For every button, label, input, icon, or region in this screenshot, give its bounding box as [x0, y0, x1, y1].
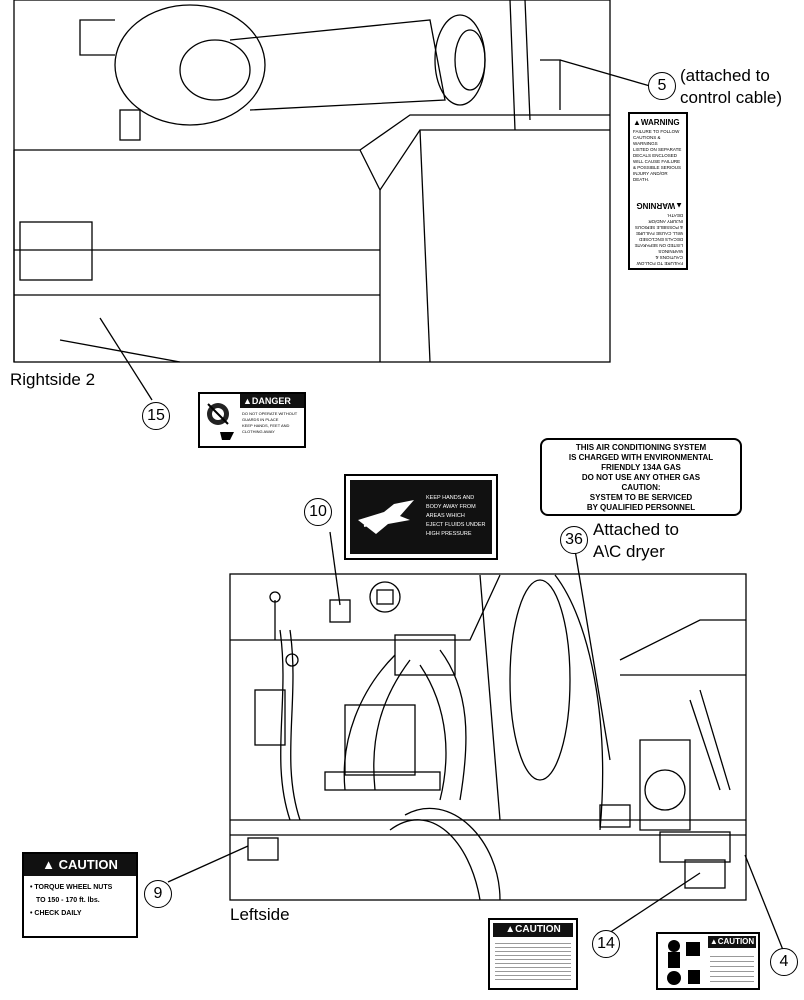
ac-decal-line-4: DO NOT USE ANY OTHER GAS: [581, 473, 701, 482]
warning-decal-text: FAILURE TO FOLLOW CAUTIONS & WARNINGS LI…: [633, 129, 682, 182]
high-pressure-decal: KEEP HANDS AND BODY AWAY FROM AREAS WHIC…: [344, 474, 498, 560]
callout-5-note: (attached to: [680, 66, 770, 85]
torque-caution-line-1: • TORQUE WHEEL NUTS: [30, 884, 113, 891]
callout-4: 4: [770, 948, 798, 976]
torque-caution-decal: ▲ CAUTION • TORQUE WHEEL NUTS TO 150 - 1…: [22, 852, 138, 938]
caution-decal-14-text: [495, 940, 571, 980]
callout-15: 15: [142, 402, 170, 430]
danger-hazard-icon: [200, 394, 238, 446]
ac-decal-line-7: BY QUALIFIED PERSONNEL: [586, 503, 696, 512]
caution-decal-14: ▲CAUTION: [488, 918, 578, 990]
danger-decal-text: DO NOT OPERATE WITHOUT GUARDS IN PLACE K…: [242, 411, 298, 434]
caution-decal-14-title: ▲CAUTION: [493, 923, 573, 937]
callout-36: 36: [560, 526, 588, 554]
ac-system-decal: THIS AIR CONDITIONING SYSTEM IS CHARGED …: [540, 438, 742, 516]
rightside-view-label: Rightside 2: [10, 370, 96, 389]
caution-pictogram-icon: [658, 934, 706, 988]
caution-decal-4: ▲CAUTION: [656, 932, 760, 990]
danger-decal: ▲DANGER DO NOT OPERATE WITHOUT GUARDS IN…: [198, 392, 306, 448]
torque-caution-title: ▲ CAUTION: [24, 854, 136, 876]
callout-5: 5: [648, 72, 676, 100]
hand-injection-icon: [358, 500, 414, 534]
ac-decal-line-1: THIS AIR CONDITIONING SYSTEM: [575, 443, 707, 452]
callout-14: 14: [592, 930, 620, 958]
torque-caution-line-2: TO 150 - 170 ft. lbs.: [36, 897, 100, 904]
rightside-view-art: [13, 0, 651, 401]
ac-decal-line-5: CAUTION:: [621, 483, 661, 492]
warning-decal-title: ▲WARNING: [633, 118, 680, 127]
leftside-view-label: Leftside: [230, 905, 290, 924]
high-pressure-decal-text: KEEP HANDS AND BODY AWAY FROM AREAS WHIC…: [426, 495, 486, 537]
torque-caution-line-3: • CHECK DAILY: [30, 910, 82, 917]
ac-decal-line-2: IS CHARGED WITH ENVIRONMENTAL: [568, 453, 714, 462]
callout-5-note-line2: control cable): [680, 88, 783, 107]
danger-decal-title: ▲DANGER: [240, 394, 304, 408]
warning-decal-text-inverted: FAILURE TO FOLLOW CAUTIONS & WARNINGS LI…: [634, 213, 683, 266]
callout-9: 9: [144, 880, 172, 908]
warning-decal: ▲WARNING FAILURE TO FOLLOW CAUTIONS & WA…: [628, 112, 688, 270]
callout-10: 10: [304, 498, 332, 526]
callout-36-note: Attached to: [593, 520, 680, 539]
caution-decal-4-title: ▲CAUTION: [708, 936, 756, 948]
leftside-view-art: [167, 531, 784, 951]
callout-36-note-line2: A\C dryer: [593, 542, 665, 561]
caution-decal-4-text: [710, 952, 754, 986]
ac-decal-line-3: FRIENDLY 134A GAS: [601, 463, 681, 472]
ac-decal-line-6: SYSTEM TO BE SERVICED: [589, 493, 693, 502]
